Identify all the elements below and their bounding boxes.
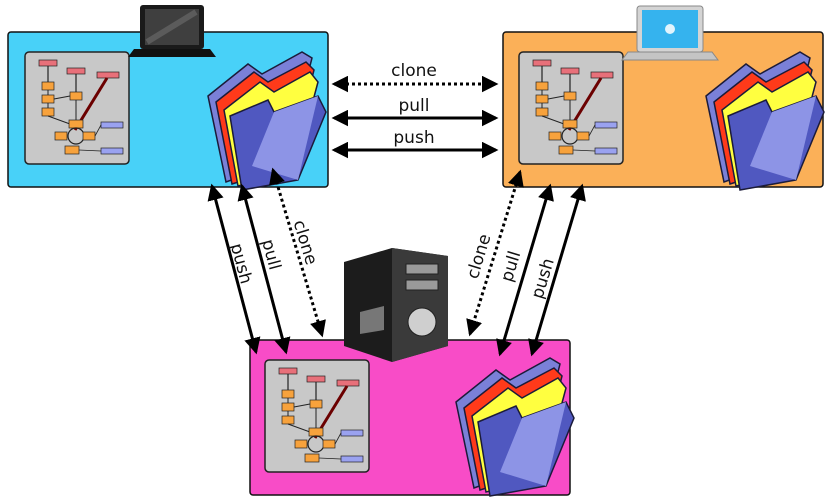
clone-arrow-left (269, 167, 326, 338)
label-clone-top: clone (391, 61, 437, 81)
right-arrows: clone pull push (463, 169, 586, 357)
commit-graph-icon (263, 358, 371, 474)
label-clone-right: clone (463, 232, 495, 282)
label-clone-left: clone (289, 218, 321, 268)
server-tower-icon (344, 248, 448, 362)
top-arrows: clone pull push (331, 61, 499, 159)
left-arrows: push pull clone (207, 167, 326, 355)
laptop-icon (128, 5, 216, 57)
label-push-top: push (393, 128, 434, 148)
commit-graph-icon (517, 50, 625, 166)
commit-graph-icon (23, 50, 131, 166)
label-pull-top: pull (398, 96, 429, 116)
label-push-left: push (226, 241, 256, 286)
push-arrow-right (528, 183, 586, 357)
apple-laptop-icon (621, 5, 719, 61)
clone-arrow-right (466, 169, 524, 337)
label-pull-left: pull (257, 237, 284, 272)
